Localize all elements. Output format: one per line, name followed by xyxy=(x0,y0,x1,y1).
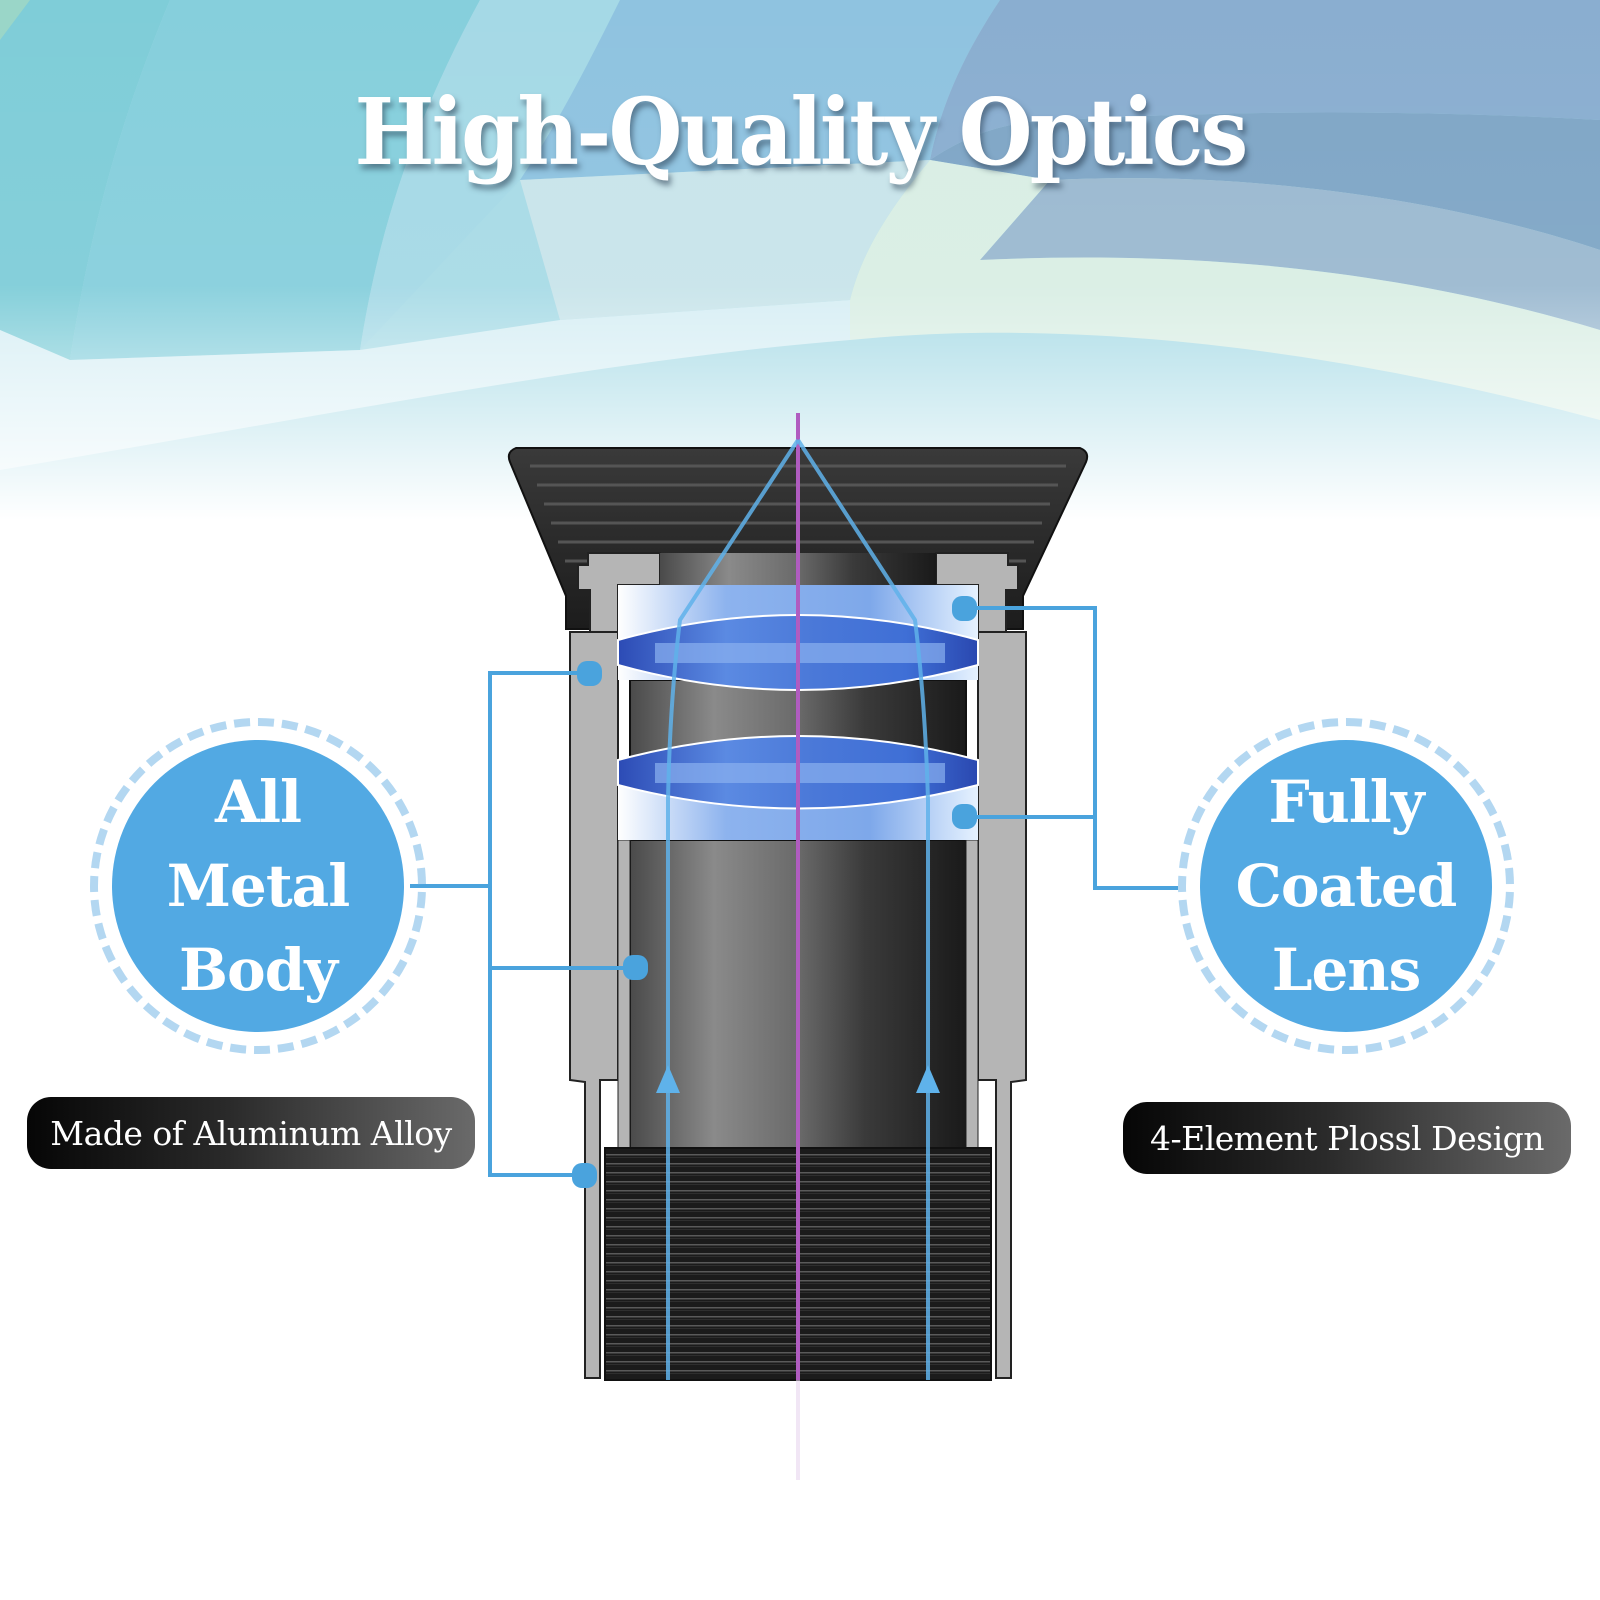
bubble-line: All xyxy=(214,768,302,836)
callout-dot xyxy=(952,804,977,829)
ray-arrow-icon xyxy=(916,1065,940,1093)
callout-dot xyxy=(577,661,602,686)
ray-arrow-icon xyxy=(656,1065,680,1093)
feature-bubble-metal-body: All Metal Body xyxy=(112,740,404,1032)
bubble-line: Coated xyxy=(1235,852,1458,920)
right-callout-connectors xyxy=(965,606,1178,890)
bubble-line: Fully xyxy=(1268,768,1424,836)
bubble-line: Lens xyxy=(1271,936,1422,1004)
light-rays xyxy=(666,413,930,1500)
callout-dot xyxy=(572,1163,597,1188)
abstract-wave-background xyxy=(0,0,1600,520)
bubble-line: Body xyxy=(179,936,338,1004)
caption-plossl-design: 4-Element Plossl Design xyxy=(1123,1102,1571,1174)
right-bubble-dashed-ring xyxy=(1178,718,1514,1054)
page-title: High-Quality Optics xyxy=(354,78,1248,186)
bubble-line: Metal xyxy=(166,852,351,920)
feature-bubble-coated-lens: Fully Coated Lens xyxy=(1200,740,1492,1032)
caption-aluminum-alloy: Made of Aluminum Alloy xyxy=(27,1097,475,1169)
header-background xyxy=(0,0,1600,520)
callout-dot xyxy=(952,596,977,621)
callout-dot xyxy=(623,955,648,980)
left-bubble-dashed-ring xyxy=(90,718,426,1054)
